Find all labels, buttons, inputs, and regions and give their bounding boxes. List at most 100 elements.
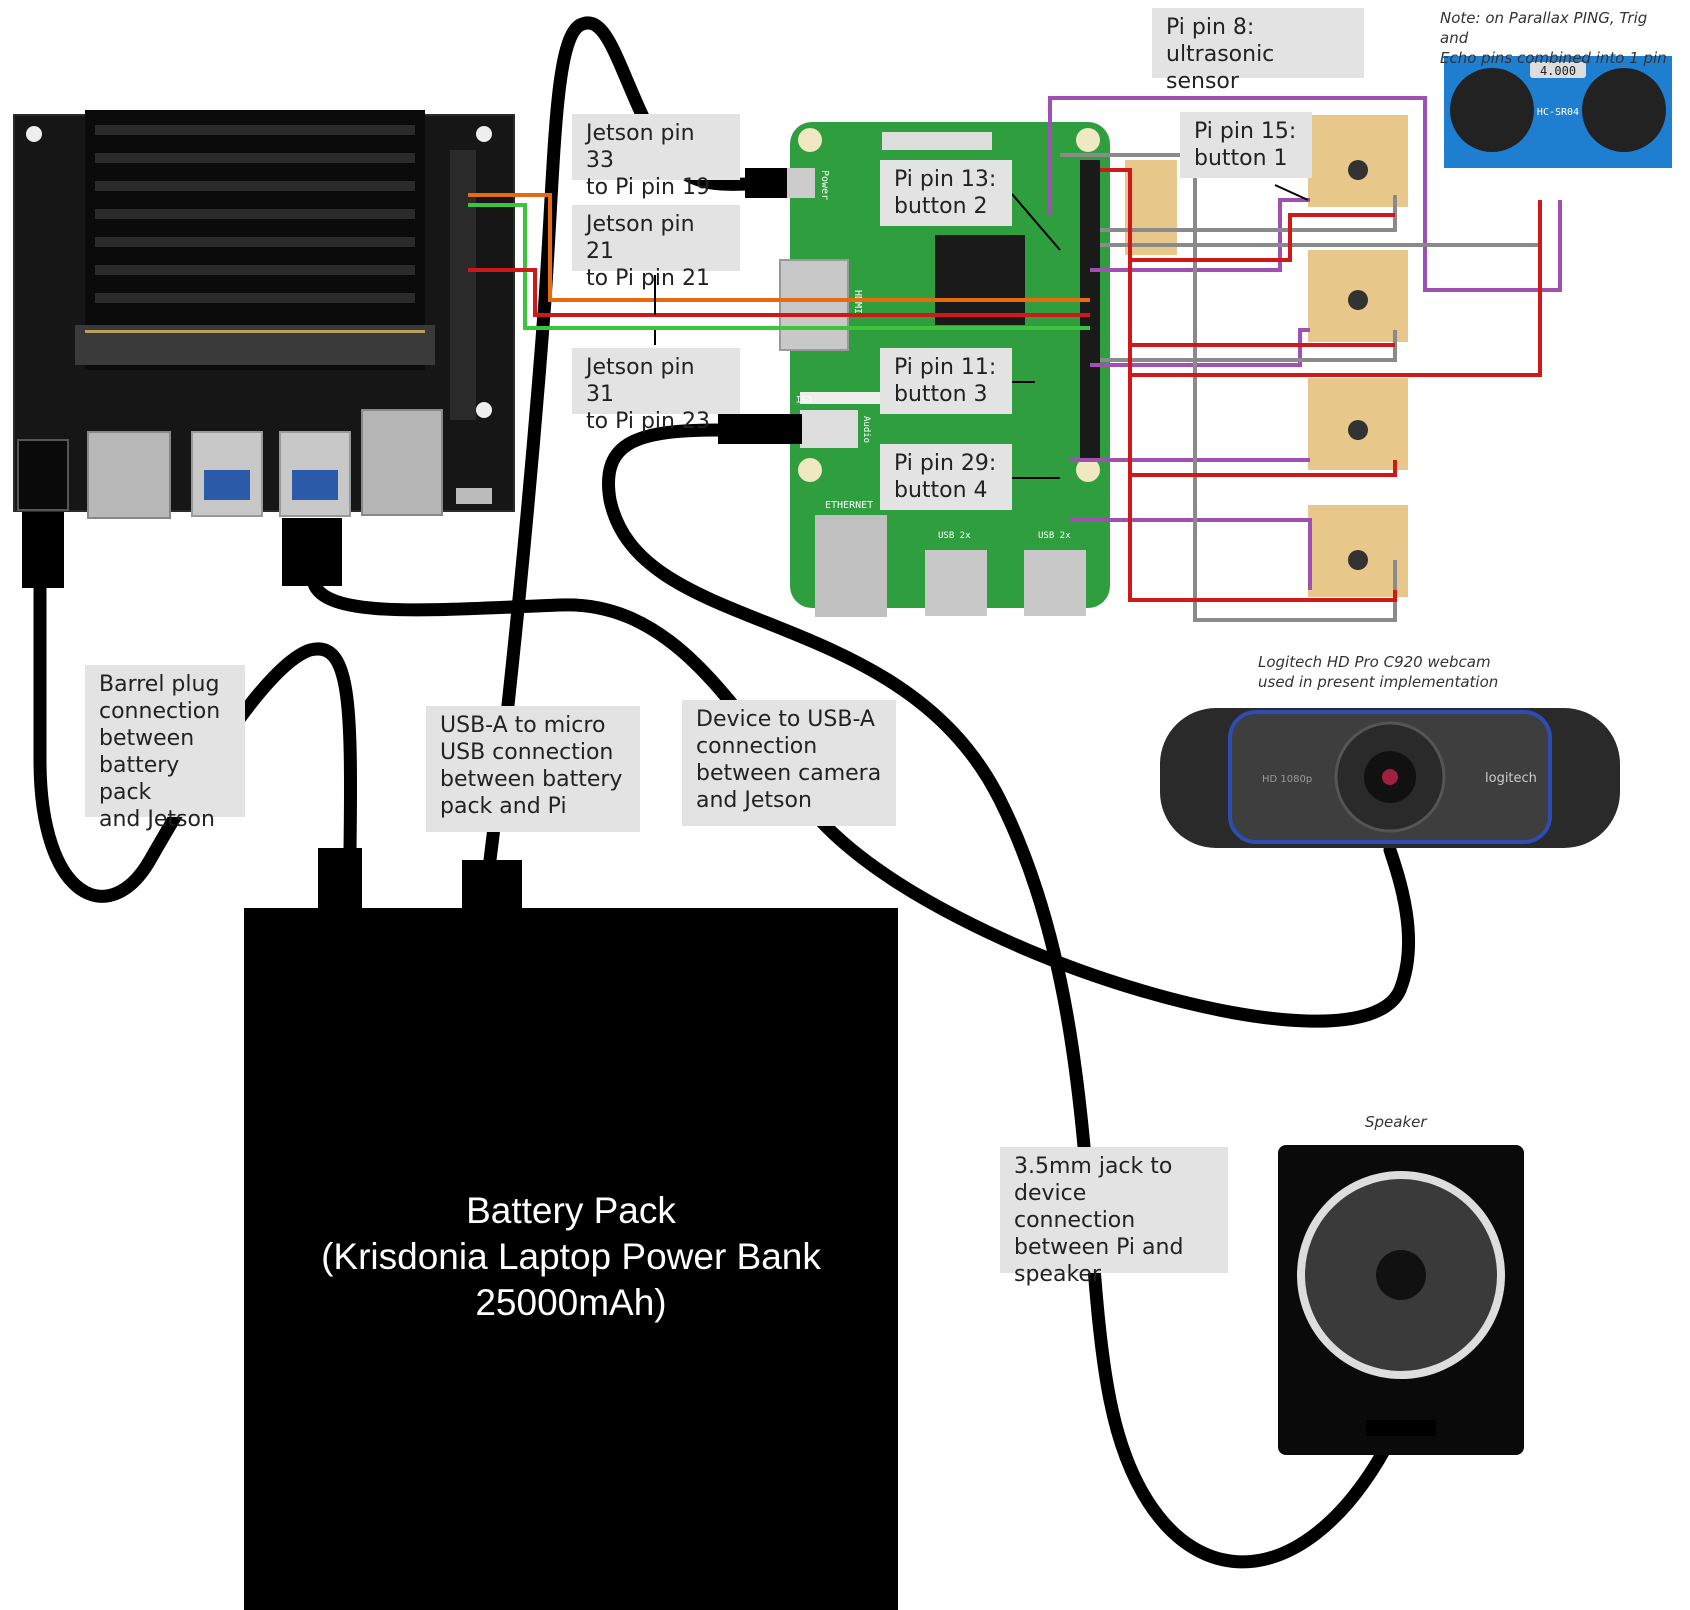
label-line: and Jetson (99, 807, 215, 832)
heatsink-fin (95, 125, 415, 135)
note-ping: Note: on Parallax PING, Trig and Echo pi… (1440, 8, 1680, 68)
camera-usb-plug (282, 518, 342, 586)
label-line: pack and Pi (440, 794, 567, 819)
pi-audio-plug (718, 414, 802, 444)
label-pi8: Pi pin 8: ultrasonic sensor (1152, 8, 1364, 94)
sensor-transducer-right (1582, 68, 1666, 152)
pi-audio-text: Audio (861, 416, 871, 443)
heatsink-fins (95, 125, 415, 303)
pi-power-port (785, 168, 815, 198)
button-cap (1348, 550, 1368, 570)
purple-wire (1070, 518, 1312, 590)
label-line: battery pack (99, 753, 180, 805)
label-line: Pi pin 15: (1194, 119, 1297, 144)
label-line: connection (99, 699, 221, 724)
label-jetson33: Jetson pin 33 to Pi pin 19 (572, 114, 740, 200)
orange-wire (468, 193, 1090, 302)
red-wire (1130, 200, 1542, 377)
speaker-cone-inner (1376, 1250, 1426, 1300)
label-line: Barrel plug (99, 672, 220, 697)
webcam: logitech HD 1080p (1160, 708, 1620, 848)
red-wire (1130, 460, 1397, 477)
button-cap (1348, 290, 1368, 310)
pi-usb-port (925, 550, 987, 616)
webcam-lens-center (1382, 769, 1398, 785)
label-line: and Jetson (696, 788, 812, 813)
jumper-wires (468, 96, 1562, 622)
heatsink-fin (95, 209, 415, 219)
label-line: Pi pin 11: (894, 355, 997, 380)
breadboard-strip (1125, 160, 1177, 255)
gray-wire (1100, 330, 1397, 362)
webcam-res-text: HD 1080p (1262, 774, 1312, 785)
label-pi15: Pi pin 15: button 1 (1180, 112, 1312, 178)
note-speaker: Speaker (1365, 1113, 1427, 1131)
sensor-transducer-left (1450, 68, 1534, 152)
label-jack: 3.5mm jack to device connection between … (1000, 1147, 1228, 1287)
jetson-board (13, 110, 515, 588)
note-line: Echo pins combined into 1 pin (1440, 49, 1667, 67)
label-line: to Pi pin 23 (586, 409, 710, 434)
pi-usb-text-2: USB 2x (1038, 531, 1071, 541)
sensor-model-text: HC-SR04 (1537, 107, 1579, 118)
pi-ethernet-port (815, 515, 887, 617)
button-cap (1348, 160, 1368, 180)
battery-line-2: (Krisdonia Laptop Power Bank (321, 1236, 821, 1277)
jetson-module-strip (85, 330, 425, 333)
label-jetson31: Jetson pin 31 to Pi pin 23 (572, 348, 740, 434)
pi-mount-hole (1076, 458, 1100, 482)
pi-power-plug (745, 168, 787, 198)
label-line: to Pi pin 21 (586, 266, 710, 291)
pi-usb-text-1: USB 2x (938, 531, 971, 541)
label-line: button 2 (894, 194, 988, 219)
heatsink-fin (95, 237, 415, 247)
battery-barrel-plug (318, 848, 362, 908)
label-line: speaker (1014, 1262, 1101, 1287)
green-wire (468, 203, 1090, 330)
jetson-gpio-header (450, 150, 476, 420)
jetson-micro-usb-port (456, 488, 492, 504)
button-cap (1348, 420, 1368, 440)
heatsink-fin (95, 181, 415, 191)
label-line: between Pi and (1014, 1235, 1184, 1260)
note-line: Note: on Parallax PING, Trig and (1440, 9, 1648, 47)
label-line: between battery (440, 767, 623, 792)
label-line: Pi pin 8: (1166, 15, 1255, 40)
label-pi13: Pi pin 13: button 2 (880, 160, 1012, 226)
purple-wire (1090, 198, 1310, 272)
label-line: between camera (696, 761, 882, 786)
label-line: Jetson pin 21 (586, 212, 695, 264)
jetson-mount-hole (476, 402, 492, 418)
note-line: Logitech HD Pro C920 webcam (1258, 653, 1491, 671)
label-line: button 1 (1194, 146, 1288, 171)
camera-usb-cable (306, 573, 1416, 1028)
battery-usb-plug (462, 860, 522, 908)
speaker-slot (1366, 1420, 1436, 1436)
label-usb-micro: USB-A to micro USB connection between ba… (426, 706, 640, 832)
heatsink-fin (95, 265, 415, 275)
speaker (1278, 1145, 1524, 1455)
sensor-display (1530, 62, 1586, 78)
battery-line-3: 25000mAh) (475, 1282, 667, 1323)
label-line: USB connection (440, 740, 614, 765)
label-line: 3.5mm jack to (1014, 1154, 1173, 1179)
label-line: between (99, 726, 195, 751)
jetson-ethernet-port (361, 409, 443, 516)
label-line: button 4 (894, 478, 988, 503)
label-line: device connection (1014, 1181, 1136, 1233)
label-line: Jetson pin 31 (586, 355, 695, 407)
battery-body (244, 908, 898, 1610)
label-pi11: Pi pin 11: button 3 (880, 348, 1012, 414)
barrel-plug-connector (22, 512, 64, 588)
purple-wire (1048, 96, 1562, 292)
pi-camera-connector (800, 392, 880, 404)
battery-label: Battery Pack (Krisdonia Laptop Power Ban… (244, 1188, 898, 1326)
note-webcam: Logitech HD Pro C920 webcam used in pres… (1258, 652, 1518, 692)
label-line: Pi pin 13: (894, 167, 997, 192)
label-barrel: Barrel plug connection between battery p… (85, 665, 245, 832)
button-boards (1125, 115, 1408, 597)
pi-usb-port (1024, 550, 1086, 616)
jetson-mount-hole (476, 126, 492, 142)
jetson-mount-hole (26, 126, 42, 142)
